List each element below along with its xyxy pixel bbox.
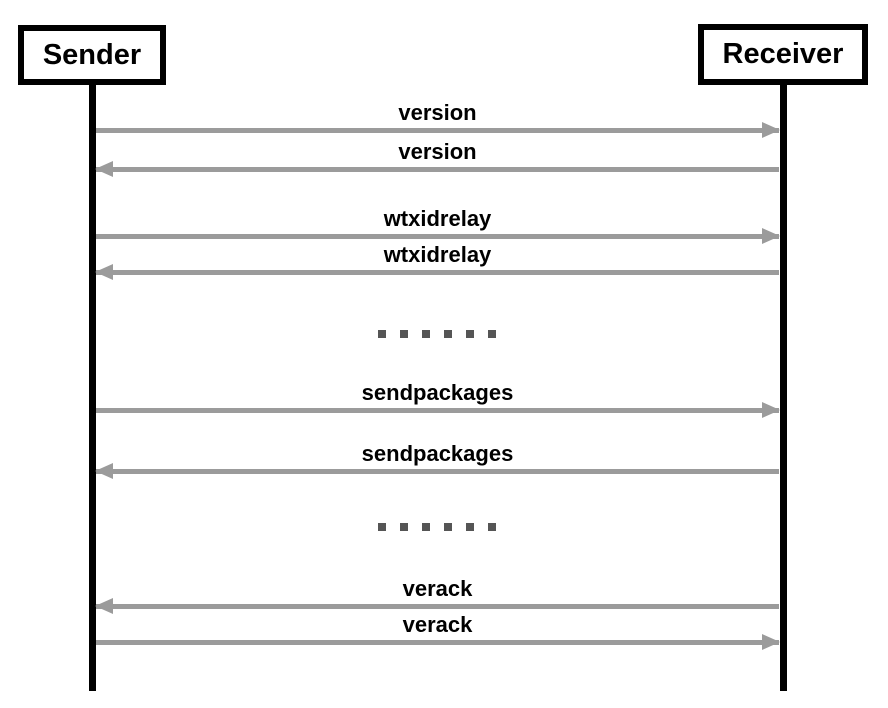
message-line	[96, 640, 779, 645]
ellipsis-dot	[400, 523, 408, 531]
arrowhead-left-icon	[95, 161, 113, 177]
message-label: version	[398, 139, 477, 164]
message-label: wtxidrelay	[383, 206, 492, 231]
actor-receiver[interactable]: Receiver	[698, 24, 868, 85]
ellipsis-dot	[466, 330, 474, 338]
message-line	[96, 270, 779, 275]
lifeline-receiver	[780, 84, 787, 691]
message-label: wtxidrelay	[383, 242, 492, 267]
message-line	[96, 408, 779, 413]
message-line	[96, 234, 779, 239]
arrowhead-left-icon	[95, 463, 113, 479]
arrowhead-right-icon	[762, 634, 780, 650]
message-line	[96, 469, 779, 474]
ellipsis-dot	[378, 523, 386, 531]
message-label: verack	[402, 576, 473, 601]
ellipsis-group	[378, 523, 496, 531]
ellipsis-dot	[488, 330, 496, 338]
message-line	[96, 167, 779, 172]
lifeline-sender	[89, 84, 96, 691]
ellipsis-dot	[422, 330, 430, 338]
actor-sender-label: Sender	[42, 38, 142, 71]
message-label: sendpackages	[361, 380, 514, 405]
ellipsis-dot	[444, 330, 452, 338]
ellipsis-dot	[378, 330, 386, 338]
message-label: verack	[402, 612, 473, 637]
ellipsis-group	[378, 330, 496, 338]
ellipsis-dot	[466, 523, 474, 531]
arrowhead-right-icon	[762, 228, 780, 244]
actor-sender[interactable]: Sender	[18, 25, 166, 85]
message-label: version	[398, 100, 477, 125]
arrowhead-right-icon	[762, 402, 780, 418]
message-line	[96, 128, 779, 133]
message-line	[96, 604, 779, 609]
message-label: sendpackages	[361, 441, 514, 466]
actor-receiver-label: Receiver	[722, 38, 844, 70]
arrowhead-left-icon	[95, 264, 113, 280]
ellipsis-dot	[400, 330, 408, 338]
arrowhead-right-icon	[762, 122, 780, 138]
ellipsis-dot	[422, 523, 430, 531]
ellipsis-dot	[444, 523, 452, 531]
arrowhead-left-icon	[95, 598, 113, 614]
ellipsis-dot	[488, 523, 496, 531]
